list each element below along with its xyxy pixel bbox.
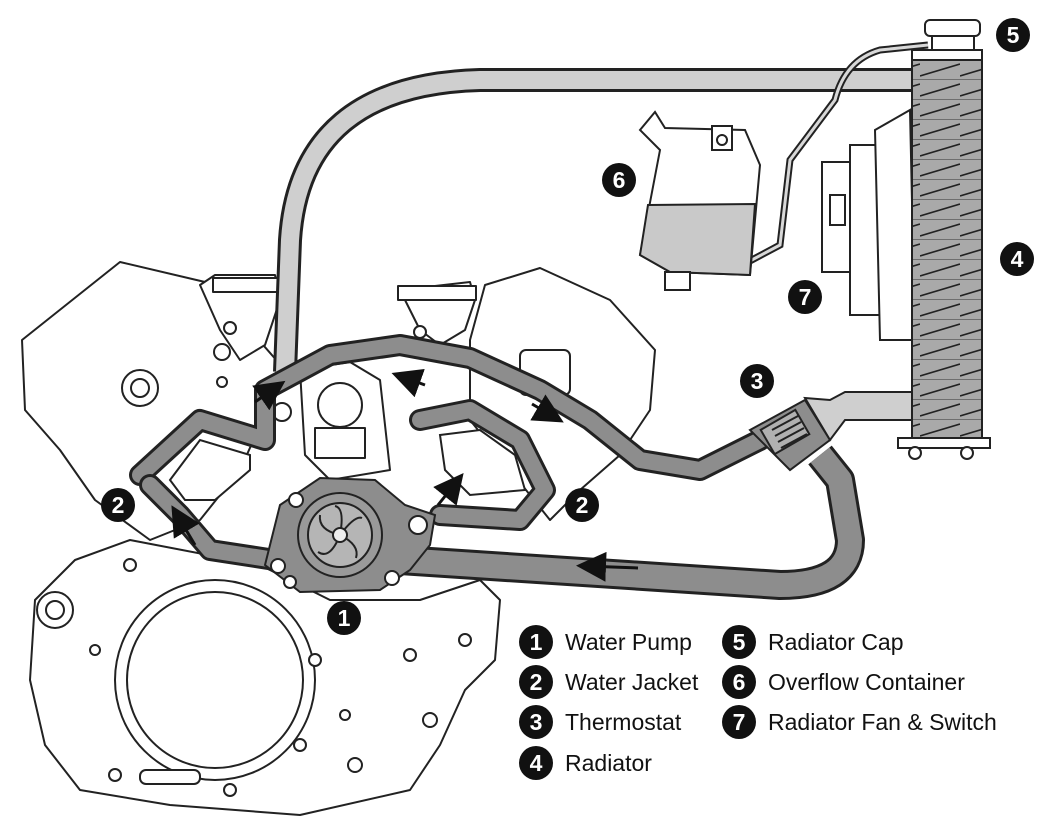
radiator-cap: [924, 19, 981, 51]
legend-label-2: Water Jacket: [565, 669, 699, 695]
legend-badge-1: 1: [519, 625, 553, 659]
flow-arrows: [171, 368, 639, 582]
legend-badge-5-number: 5: [733, 629, 746, 655]
legend-label-6: Overflow Container: [768, 669, 965, 695]
legend-badge-1-number: 1: [530, 629, 543, 655]
legend-label-7: Radiator Fan & Switch: [768, 709, 997, 735]
callout-3-number: 2: [576, 492, 589, 518]
legend-badge-7: 7: [722, 705, 756, 739]
legend-badge-2-number: 2: [530, 669, 543, 695]
water-jacket-passages: [129, 334, 771, 571]
legend-badge-4-number: 4: [530, 750, 543, 776]
engine-block: [21, 261, 656, 816]
overflow-tube: [746, 41, 929, 266]
overflow-container: [638, 110, 762, 291]
callout-3: 2: [565, 488, 599, 522]
callout-2: 2: [101, 488, 135, 522]
legend-label-3: Thermostat: [565, 709, 682, 735]
callout-4-number: 3: [751, 368, 764, 394]
callout-6-number: 5: [1007, 22, 1020, 48]
callout-5-number: 4: [1011, 246, 1024, 272]
callout-1: 1: [327, 601, 361, 635]
callout-8-number: 7: [799, 284, 812, 310]
left-intake: [199, 274, 281, 361]
callout-1-number: 1: [338, 605, 351, 631]
legend-badge-2: 2: [519, 665, 553, 699]
callout-4: 3: [740, 364, 774, 398]
legend-label-5: Radiator Cap: [768, 629, 904, 655]
callout-5: 4: [1000, 242, 1034, 276]
legend-badge-6-number: 6: [733, 669, 746, 695]
legend-badge-3-number: 3: [530, 709, 543, 735]
legend-badge-6: 6: [722, 665, 756, 699]
legend-label-1: Water Pump: [565, 629, 692, 655]
legend-badge-3: 3: [519, 705, 553, 739]
upper-radiator-hose: [273, 68, 915, 373]
water-pump: [263, 476, 437, 594]
callout-7: 6: [602, 163, 636, 197]
legend-badge-5: 5: [722, 625, 756, 659]
callout-7-number: 6: [613, 167, 626, 193]
radiator: [897, 49, 991, 460]
legend-label-4: Radiator: [565, 750, 652, 776]
lower-radiator-hose: [399, 445, 865, 600]
callout-6: 5: [996, 18, 1030, 52]
callout-8: 7: [788, 280, 822, 314]
callout-badges: 1 2 2 3 4 5 6 7: [101, 18, 1034, 635]
legend-badge-4: 4: [519, 746, 553, 780]
legend: 1 Water Pump 2 Water Jacket 3 Thermostat 4 Radi…: [519, 625, 997, 780]
radiator-fan: [821, 108, 917, 341]
callout-2-number: 2: [112, 492, 125, 518]
legend-badge-7-number: 7: [733, 709, 746, 735]
